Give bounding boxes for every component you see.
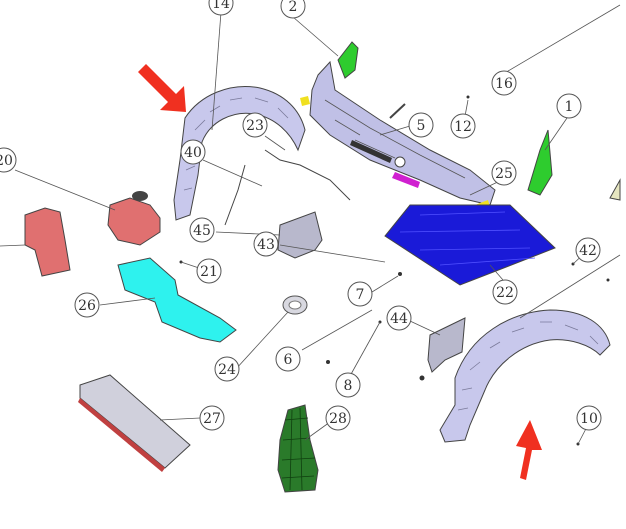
fastener [389, 103, 406, 119]
callout-26: 26 [74, 292, 100, 318]
callout-number: 27 [203, 411, 221, 427]
callout-44: 44 [386, 305, 412, 331]
callout-bubble [189, 217, 215, 243]
callout-number: 2 [289, 0, 298, 15]
callout-27: 27 [199, 405, 225, 431]
callout-bubble [491, 160, 517, 186]
fastener [398, 272, 402, 276]
fastener [419, 375, 425, 381]
callout-number: 21 [200, 264, 218, 280]
callout-bubble [347, 281, 373, 307]
callout-number: 1 [565, 99, 574, 115]
callout-20: 20 [0, 147, 17, 173]
callout-42: 42 [575, 237, 601, 263]
callout-number: 23 [246, 118, 264, 134]
callout-number: 25 [495, 166, 513, 182]
callout-bubble [0, 147, 17, 173]
callout-number: 7 [356, 287, 365, 303]
callout-bubble [196, 258, 222, 284]
red-bracket-20 [24, 207, 71, 277]
callout-22: 22 [492, 279, 518, 305]
callout-45: 45 [189, 217, 215, 243]
callout-bubble [275, 346, 301, 372]
callout-6: 6 [275, 346, 301, 372]
callout-bubble [214, 356, 240, 382]
callout-number: 16 [495, 76, 513, 92]
callout-bubble [491, 70, 517, 96]
callout-number: 24 [218, 362, 236, 378]
callout-bubble [199, 405, 225, 431]
callout-40: 40 [180, 139, 206, 165]
callout-number: 45 [193, 223, 211, 239]
callout-number: 43 [257, 237, 275, 253]
cyan-duct-26 [117, 257, 237, 343]
red-arrow-icon [516, 420, 542, 480]
callout-bubble [408, 112, 434, 138]
callout-14: 14 [208, 0, 234, 16]
callout-bubble [74, 292, 100, 318]
callout-25: 25 [491, 160, 517, 186]
callout-5: 5 [408, 112, 434, 138]
callout-bubble [492, 279, 518, 305]
cable [264, 149, 351, 201]
callout-bubble [180, 139, 206, 165]
callout-number: 5 [417, 118, 426, 134]
fastener [466, 95, 470, 99]
callout-number: 44 [390, 311, 408, 327]
callout-bubble [386, 305, 412, 331]
under-tray-22 [384, 204, 556, 286]
callout-43: 43 [253, 231, 279, 257]
callout-number: 12 [454, 119, 472, 135]
fender-liner-left [173, 86, 306, 221]
callout-1: 1 [556, 93, 582, 119]
grey-plate-44 [427, 317, 466, 373]
callout-number: 8 [344, 378, 353, 394]
callout-7: 7 [347, 281, 373, 307]
callout-28: 28 [325, 405, 351, 431]
callout-8: 8 [335, 372, 361, 398]
callout-number: 20 [0, 153, 13, 169]
grommet-24 [282, 295, 308, 315]
green-part-1 [527, 129, 553, 196]
cowl-panel [300, 60, 496, 218]
callout-12: 12 [450, 113, 476, 139]
callout-2: 2 [280, 0, 306, 19]
callout-bubble [242, 112, 268, 138]
callout-number: 22 [496, 285, 514, 301]
callout-bubble [335, 372, 361, 398]
green-panel-28 [277, 404, 319, 493]
callout-number: 14 [212, 0, 230, 12]
callout-16: 16 [491, 70, 517, 96]
callout-number: 42 [579, 243, 597, 259]
callout-24: 24 [214, 356, 240, 382]
callout-bubble [325, 405, 351, 431]
fastener [606, 278, 610, 282]
callout-number: 10 [580, 411, 598, 427]
callout-bubble [208, 0, 234, 16]
under-panel-27 [78, 374, 191, 472]
callout-number: 26 [78, 298, 96, 314]
green-bracket-2 [337, 41, 359, 79]
callout-bubble [576, 405, 602, 431]
beige-part-edge [609, 178, 621, 201]
callout-bubble [280, 0, 306, 19]
callout-10: 10 [576, 405, 602, 431]
callout-23: 23 [242, 112, 268, 138]
cable [224, 164, 246, 226]
callout-number: 40 [184, 145, 202, 161]
callout-number: 6 [284, 352, 293, 368]
fender-liner-right [439, 309, 611, 443]
callout-21: 21 [196, 258, 222, 284]
callout-bubble [450, 113, 476, 139]
red-arrow-icon [138, 64, 186, 112]
callout-bubble [556, 93, 582, 119]
fastener [326, 360, 330, 364]
callouts: 1256781012141620212223242526272840424344… [0, 0, 602, 431]
washer-reservoir [107, 191, 161, 246]
callout-bubble [575, 237, 601, 263]
callout-number: 28 [329, 411, 347, 427]
callout-bubble [253, 231, 279, 257]
